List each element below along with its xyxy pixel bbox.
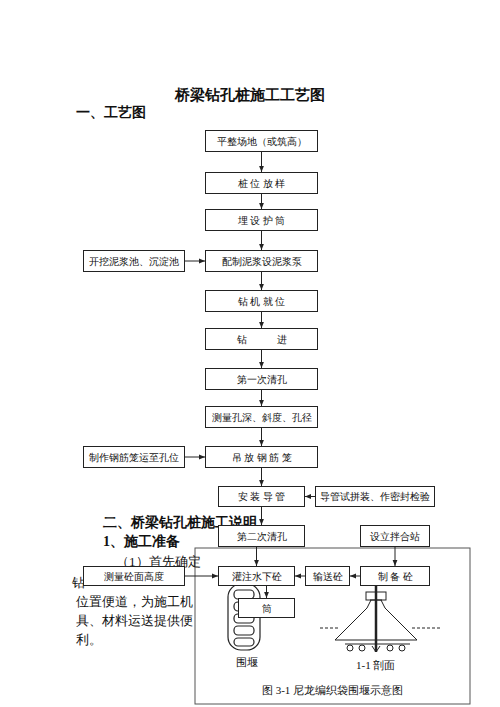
- section-heading: 一、工艺图: [76, 104, 146, 122]
- box-text: 第一次清孔: [237, 374, 287, 385]
- box-text: 测量孔深、斜度、孔径: [212, 412, 312, 423]
- flow-arrow: [185, 457, 205, 458]
- flow-arrow: [261, 507, 262, 525]
- flow-arrow: [261, 194, 262, 209]
- process-box: 第二次清孔: [218, 525, 305, 547]
- process-box: 埋 设 护 筒: [205, 209, 318, 231]
- box-text: 开挖泥浆池、沉淀池: [89, 256, 179, 267]
- process-box: 输送砼: [305, 566, 350, 586]
- figure-label: 1-1 剖面: [356, 658, 395, 673]
- process-box: 吊 放 钢 筋 笼: [205, 446, 318, 468]
- body-text: 具、材料运送提供便: [76, 612, 193, 630]
- figure-caption: 图 3-1 尼龙编织袋围堰示意图: [195, 683, 470, 698]
- process-box: 第一次清孔: [205, 368, 318, 390]
- flow-arrow: [395, 547, 396, 566]
- box-text: 灌注水下砼: [232, 571, 282, 582]
- box-text: 桩 位 放 样: [238, 178, 286, 189]
- box-text: 平整场地（或筑高）: [217, 136, 307, 147]
- flow-arrow: [261, 350, 262, 368]
- body-text: 利。: [76, 631, 102, 649]
- box-text: 钻 机 就 位: [238, 296, 286, 307]
- process-box: 桩 位 放 样: [205, 172, 318, 194]
- box-text: 第二次清孔: [237, 531, 287, 542]
- box-text: 制 备 砼: [378, 571, 413, 582]
- box-text: 埋 设 护 筒: [238, 215, 286, 226]
- process-box: 制 备 砼: [360, 566, 430, 586]
- flow-arrow: [261, 152, 262, 172]
- flow-arrow: [185, 261, 205, 262]
- process-box: 筒: [238, 598, 295, 618]
- flow-arrow: [305, 496, 315, 497]
- flow-arrow: [256, 547, 257, 566]
- box-text: 筒: [262, 603, 272, 614]
- figure-label: 围堰: [236, 655, 258, 670]
- flow-arrow: [261, 272, 262, 290]
- flow-arrow: [350, 576, 360, 577]
- box-text: 配制泥浆设泥浆泵: [222, 256, 302, 267]
- process-box: 开挖泥浆池、沉淀池: [83, 250, 185, 272]
- box-text: 输送砼: [313, 571, 343, 582]
- flow-arrow: [261, 312, 262, 328]
- box-text: 设立拌合站: [370, 531, 420, 542]
- box-text: 测量砼面高度: [104, 571, 164, 582]
- process-box: 导管试拼装、作密封检验: [315, 486, 435, 507]
- process-box: 测量砼面高度: [83, 566, 185, 586]
- box-text: 制作钢筋笼运至孔位: [89, 452, 179, 463]
- process-box: 测量孔深、斜度、孔径: [205, 406, 318, 428]
- flow-arrow: [266, 586, 267, 598]
- box-text: 安 装 导 管: [238, 491, 286, 502]
- page-title: 桥梁钻孔桩施工工艺图: [0, 86, 500, 105]
- body-text: 位置便道，为施工机: [76, 593, 193, 611]
- box-text: 钻 进: [237, 334, 287, 345]
- box-text: 吊 放 钢 筋 笼: [232, 452, 292, 463]
- process-box: 钻 进: [205, 328, 318, 350]
- process-box: 制作钢筋笼运至孔位: [83, 446, 185, 468]
- flow-arrow: [261, 231, 262, 250]
- flow-arrow: [261, 468, 262, 486]
- flow-arrow: [185, 576, 218, 577]
- subsection-heading: 1、施工准备: [103, 533, 180, 551]
- box-text: 导管试拼装、作密封检验: [320, 491, 430, 502]
- process-box: 平整场地（或筑高）: [205, 130, 318, 152]
- figure-frame: [195, 548, 470, 704]
- process-box: 设立拌合站: [360, 525, 430, 547]
- flow-arrow: [261, 428, 262, 446]
- flow-arrow: [261, 390, 262, 406]
- process-box: 安 装 导 管: [218, 486, 305, 507]
- process-box: 配制泥浆设泥浆泵: [205, 250, 318, 272]
- process-box: 钻 机 就 位: [205, 290, 318, 312]
- process-box: 灌注水下砼: [218, 566, 295, 586]
- flow-arrow: [295, 576, 305, 577]
